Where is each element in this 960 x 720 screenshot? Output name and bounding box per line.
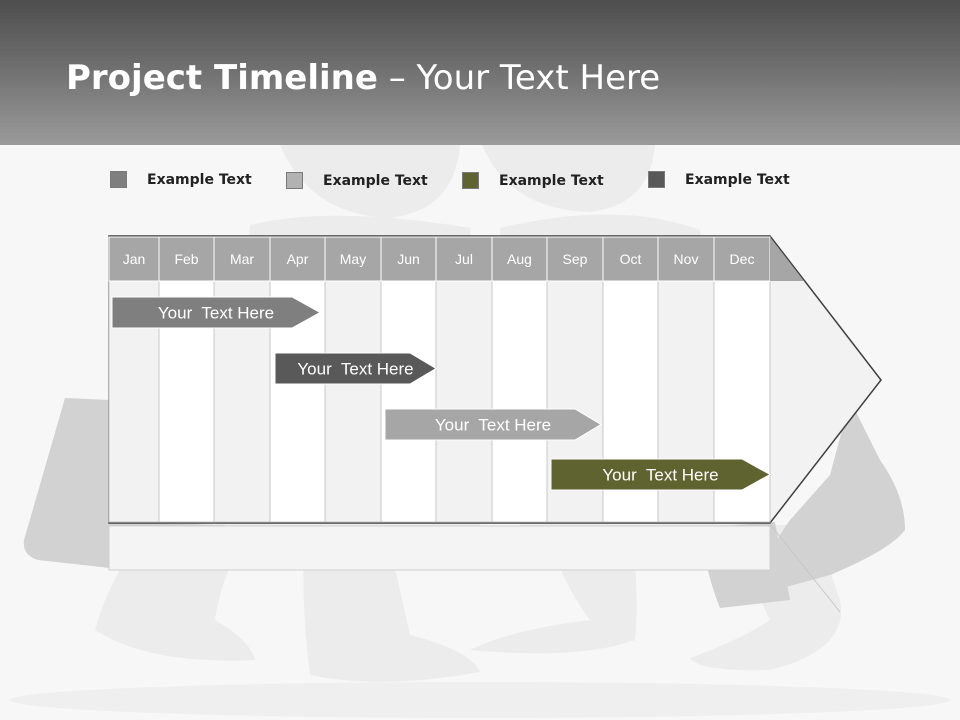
month-label-jul: Jul	[455, 251, 473, 267]
month-label-apr: Apr	[287, 251, 309, 267]
task-label-2: Your Text Here	[297, 360, 413, 379]
month-label-mar: Mar	[230, 251, 254, 267]
page-title-rest: – Your Text Here	[377, 58, 661, 98]
legend-swatch-2	[286, 172, 303, 189]
left-figure-head	[280, 145, 460, 218]
task-label-3: Your Text Here	[435, 416, 551, 435]
month-label-dec: Dec	[730, 251, 755, 267]
legend-label-2: Example Text	[323, 173, 428, 189]
legend-label-3: Example Text	[499, 173, 604, 189]
legend-swatch-3	[462, 172, 479, 189]
month-label-jan: Jan	[123, 251, 146, 267]
task-bar-4	[550, 458, 772, 491]
month-column-aug	[491, 280, 548, 523]
page-title: Project Timeline – Your Text Here	[66, 58, 660, 98]
month-header-jun	[380, 236, 437, 282]
task-label-1: Your Text Here	[158, 304, 274, 323]
month-label-jun: Jun	[397, 251, 420, 267]
legend-swatch-1	[110, 171, 127, 188]
task-bar-1	[111, 296, 322, 329]
page-title-bold: Project Timeline	[66, 58, 378, 98]
arrow-head-header-wedge	[770, 237, 804, 281]
month-header-oct	[602, 236, 659, 282]
month-column-jul	[435, 280, 493, 523]
month-header-aug	[491, 236, 548, 282]
legend-swatch-4	[648, 171, 665, 188]
month-header-jul	[435, 236, 493, 282]
month-label-aug: Aug	[507, 251, 532, 267]
left-briefcase	[23, 398, 110, 568]
month-header-dec	[713, 236, 771, 282]
legend-label-4: Example Text	[685, 172, 790, 188]
arrow-reflection-line	[769, 523, 841, 613]
month-columns: Jan Feb Mar Apr May Jun Jul Aug Sep Oct Nov Dec	[108, 236, 771, 523]
timeline-reflection	[108, 525, 771, 571]
month-header-may	[324, 236, 382, 282]
month-label-nov: Nov	[674, 251, 699, 267]
title-banner: Project Timeline – Your Text Here	[0, 0, 960, 145]
right-figure-head	[482, 145, 655, 212]
month-header-apr	[269, 236, 326, 282]
month-column-may	[324, 280, 382, 523]
month-header-feb	[158, 236, 215, 282]
task-label-4: Your Text Here	[602, 466, 718, 485]
month-label-feb: Feb	[174, 251, 198, 267]
floor-shadow	[10, 682, 950, 718]
month-column-jun	[380, 280, 437, 523]
month-header-mar	[213, 236, 271, 282]
month-label-oct: Oct	[620, 251, 642, 267]
month-label-may: May	[340, 251, 366, 267]
month-label-sep: Sep	[563, 251, 588, 267]
legend-label-1: Example Text	[147, 172, 252, 188]
task-bar-2	[274, 352, 437, 385]
task-bar-3	[384, 408, 602, 441]
right-briefcase	[770, 400, 905, 590]
